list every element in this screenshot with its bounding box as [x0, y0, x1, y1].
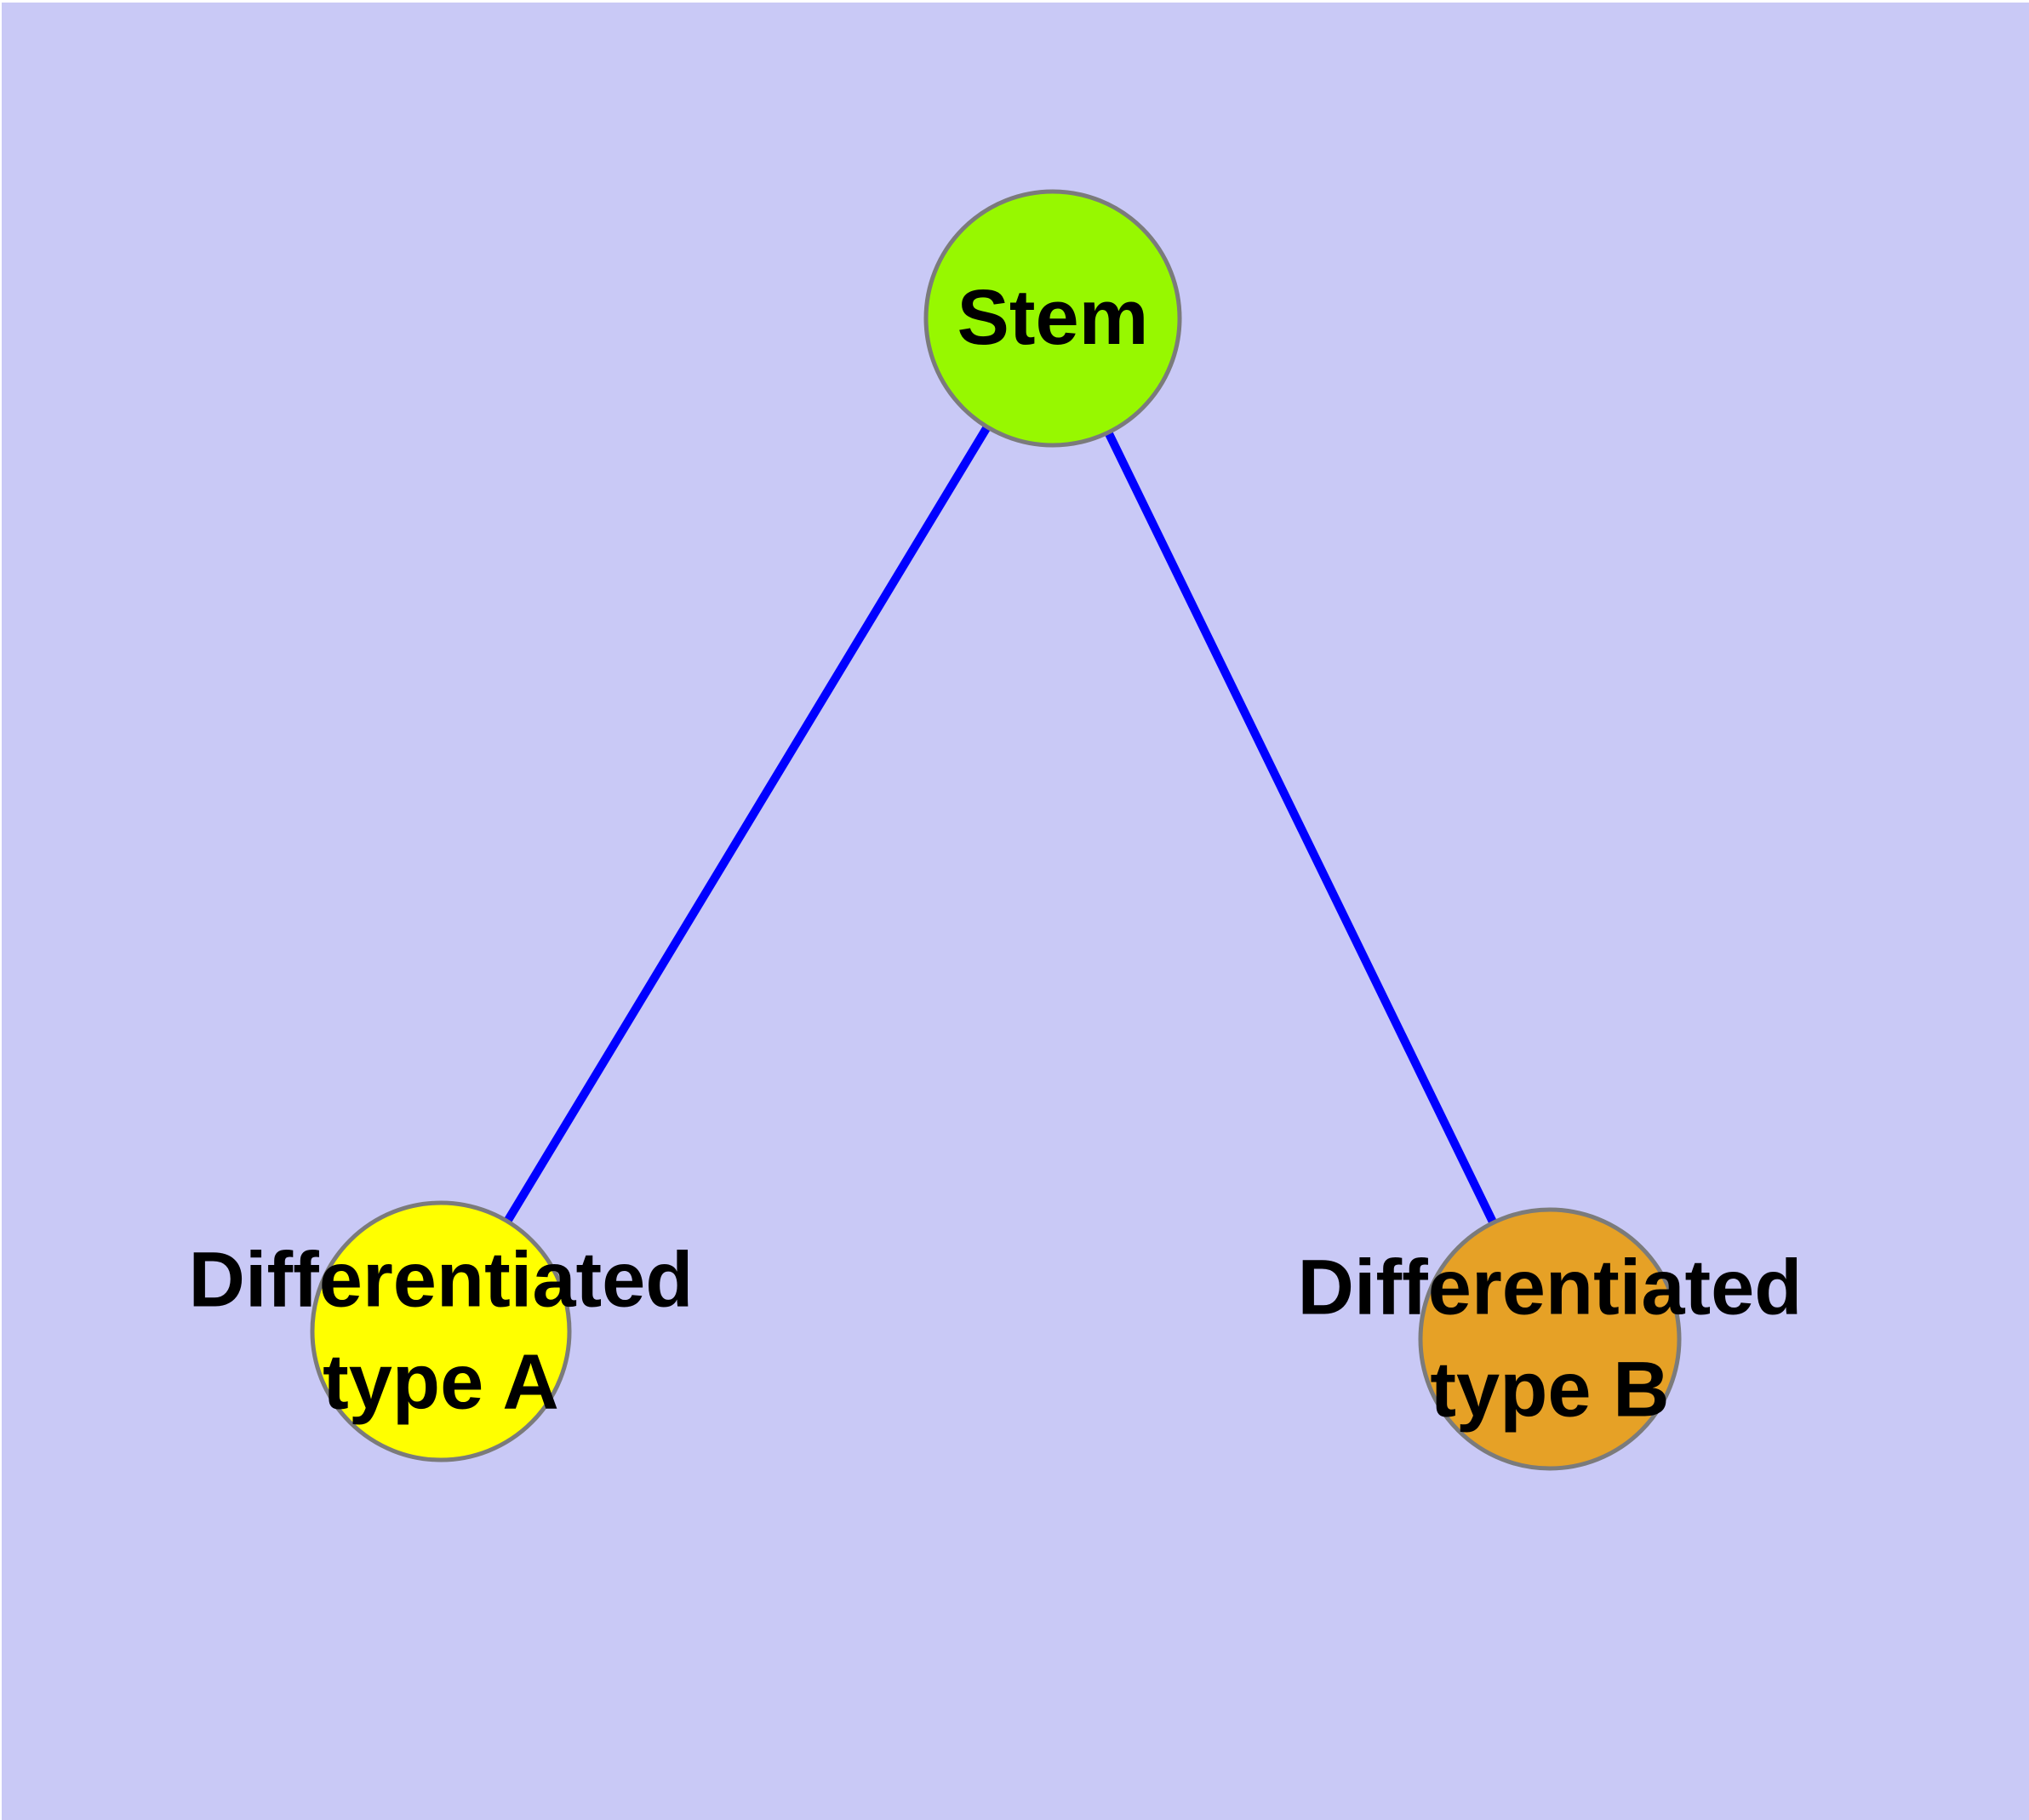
edge-stem-to-type-a [437, 316, 1057, 1334]
node-label-stem: Stem [957, 274, 1149, 362]
node-differentiated-type-b [1418, 1207, 1682, 1471]
node-differentiated-type-a [310, 1200, 572, 1462]
node-stem [923, 189, 1182, 448]
edge-stem-to-type-b [1049, 316, 1554, 1342]
node-label-differentiated-type-a: Differentiated type A [188, 1236, 694, 1425]
node-label-differentiated-type-b: Differentiated type B [1297, 1244, 1803, 1433]
